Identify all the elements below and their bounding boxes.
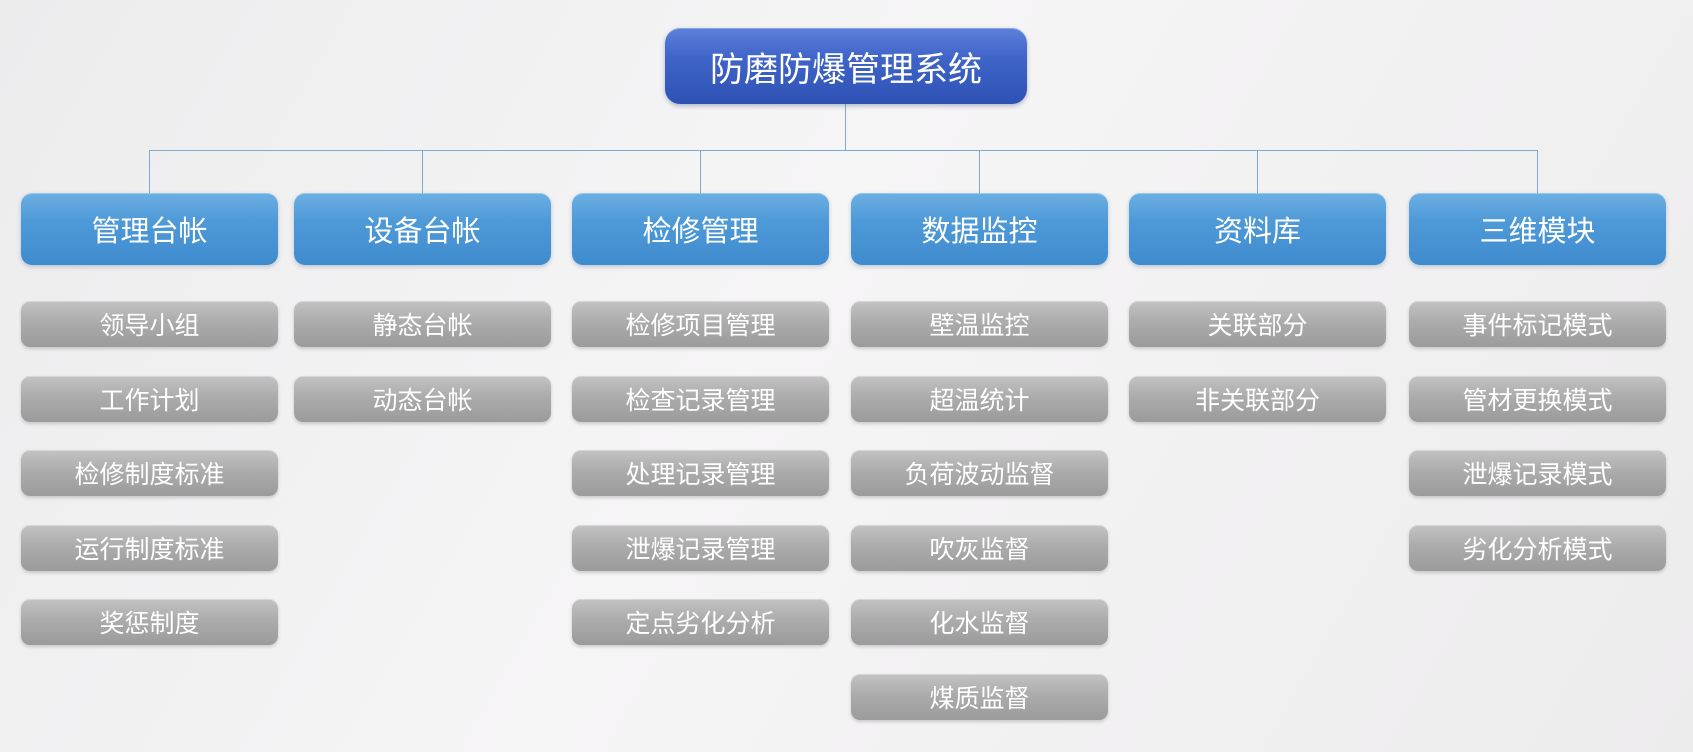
connector-root-stem [845,104,846,150]
leaf-node: 奖惩制度 [21,599,278,645]
leaf-node: 壁温监控 [851,301,1108,347]
connector-stub-6 [1537,150,1538,193]
leaf-node: 吹灰监督 [851,525,1108,571]
leaf-node: 动态台帐 [294,376,551,422]
leaf-node: 定点劣化分析 [572,599,829,645]
connector-stub-1 [149,150,150,193]
leaf-node: 负荷波动监督 [851,450,1108,496]
column-maintenance-management: 检修管理 检修项目管理 检查记录管理 处理记录管理 泄爆记录管理 定点劣化分析 [572,193,829,728]
connector-stub-4 [979,150,980,193]
connector-stub-3 [700,150,701,193]
leaf-node: 静态台帐 [294,301,551,347]
leaf-node: 运行制度标准 [21,525,278,571]
branch-node: 资料库 [1129,193,1386,265]
column-3d-module: 三维模块 事件标记模式 管材更换模式 泄爆记录模式 劣化分析模式 [1409,193,1666,728]
connector-stub-2 [422,150,423,193]
column-equipment-ledger: 设备台帐 静态台帐 动态台帐 [294,193,551,728]
leaf-node: 泄爆记录模式 [1409,450,1666,496]
column-management-ledger: 管理台帐 领导小组 工作计划 检修制度标准 运行制度标准 奖惩制度 [21,193,278,728]
leaf-node: 事件标记模式 [1409,301,1666,347]
leaf-node: 管材更换模式 [1409,376,1666,422]
branch-node: 数据监控 [851,193,1108,265]
leaf-node: 处理记录管理 [572,450,829,496]
leaf-node: 劣化分析模式 [1409,525,1666,571]
branch-node: 三维模块 [1409,193,1666,265]
leaf-node: 工作计划 [21,376,278,422]
column-database: 资料库 关联部分 非关联部分 [1129,193,1386,728]
connector-stub-5 [1257,150,1258,193]
leaf-node: 检修项目管理 [572,301,829,347]
leaf-node: 化水监督 [851,599,1108,645]
leaf-node: 检查记录管理 [572,376,829,422]
leaf-node: 检修制度标准 [21,450,278,496]
leaf-node: 超温统计 [851,376,1108,422]
leaf-node: 非关联部分 [1129,376,1386,422]
root-node: 防磨防爆管理系统 [665,28,1027,104]
leaf-node: 泄爆记录管理 [572,525,829,571]
column-data-monitoring: 数据监控 壁温监控 超温统计 负荷波动监督 吹灰监督 化水监督 煤质监督 [851,193,1108,728]
branch-node: 设备台帐 [294,193,551,265]
leaf-node: 关联部分 [1129,301,1386,347]
branch-node: 检修管理 [572,193,829,265]
connector-horizontal-rail [149,150,1538,151]
leaf-node: 领导小组 [21,301,278,347]
leaf-node: 煤质监督 [851,674,1108,720]
branch-node: 管理台帐 [21,193,278,265]
